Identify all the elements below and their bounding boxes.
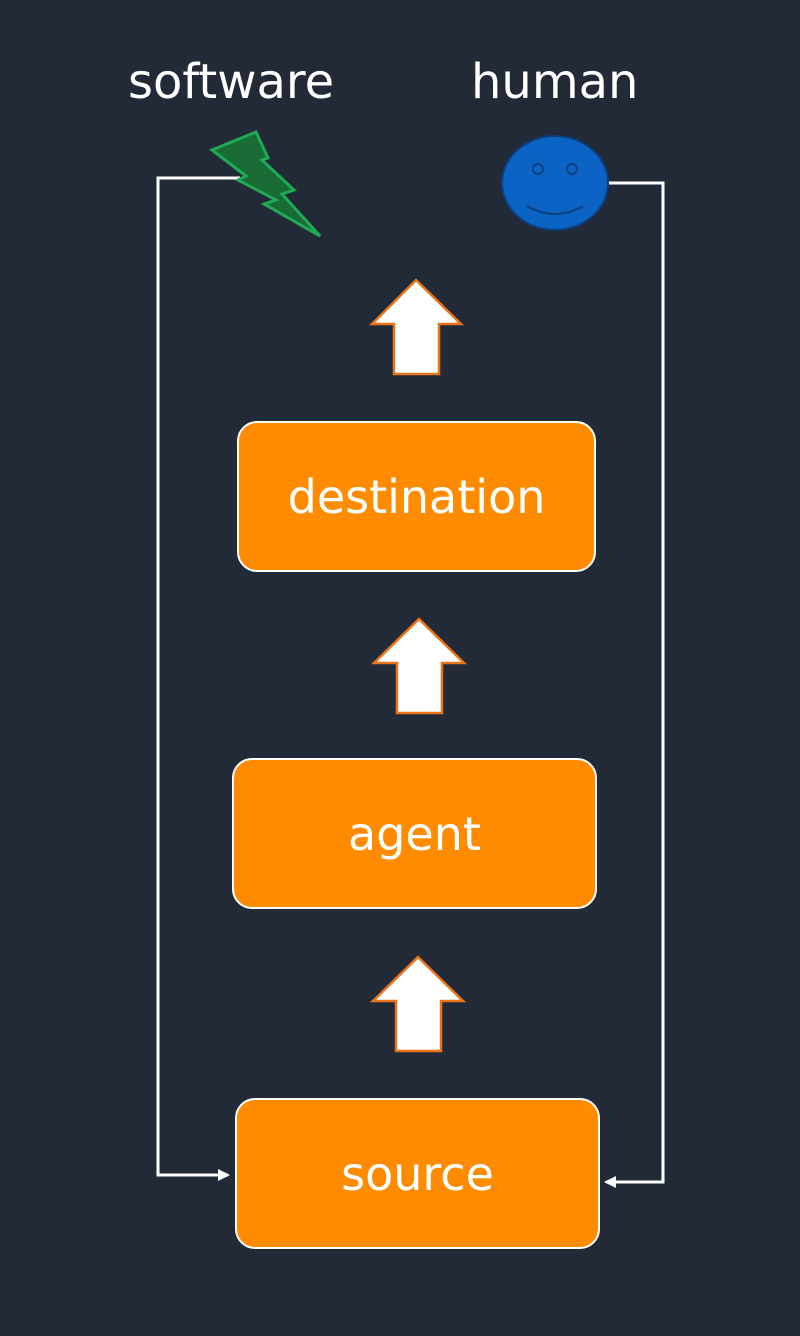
destination-label: destination (287, 469, 546, 524)
agent-label: agent (348, 806, 481, 861)
human-to-source-connector (604, 181, 665, 1188)
agent-box: agent (232, 758, 597, 909)
smiley-left-eye (532, 163, 544, 175)
smiley-face-icon (501, 135, 609, 231)
destination-box: destination (237, 421, 596, 572)
smiley-right-eye (566, 163, 578, 175)
smiley-mouth (526, 205, 584, 215)
up-arrow-icon (370, 617, 468, 715)
human-label: human (471, 54, 639, 110)
source-label: source (341, 1146, 494, 1201)
software-to-source-connector (156, 176, 240, 1181)
lightning-bolt-icon (209, 130, 322, 238)
source-box: source (235, 1098, 600, 1249)
up-arrow-icon (369, 955, 467, 1053)
software-label: software (128, 54, 335, 110)
up-arrow-icon (368, 278, 465, 376)
